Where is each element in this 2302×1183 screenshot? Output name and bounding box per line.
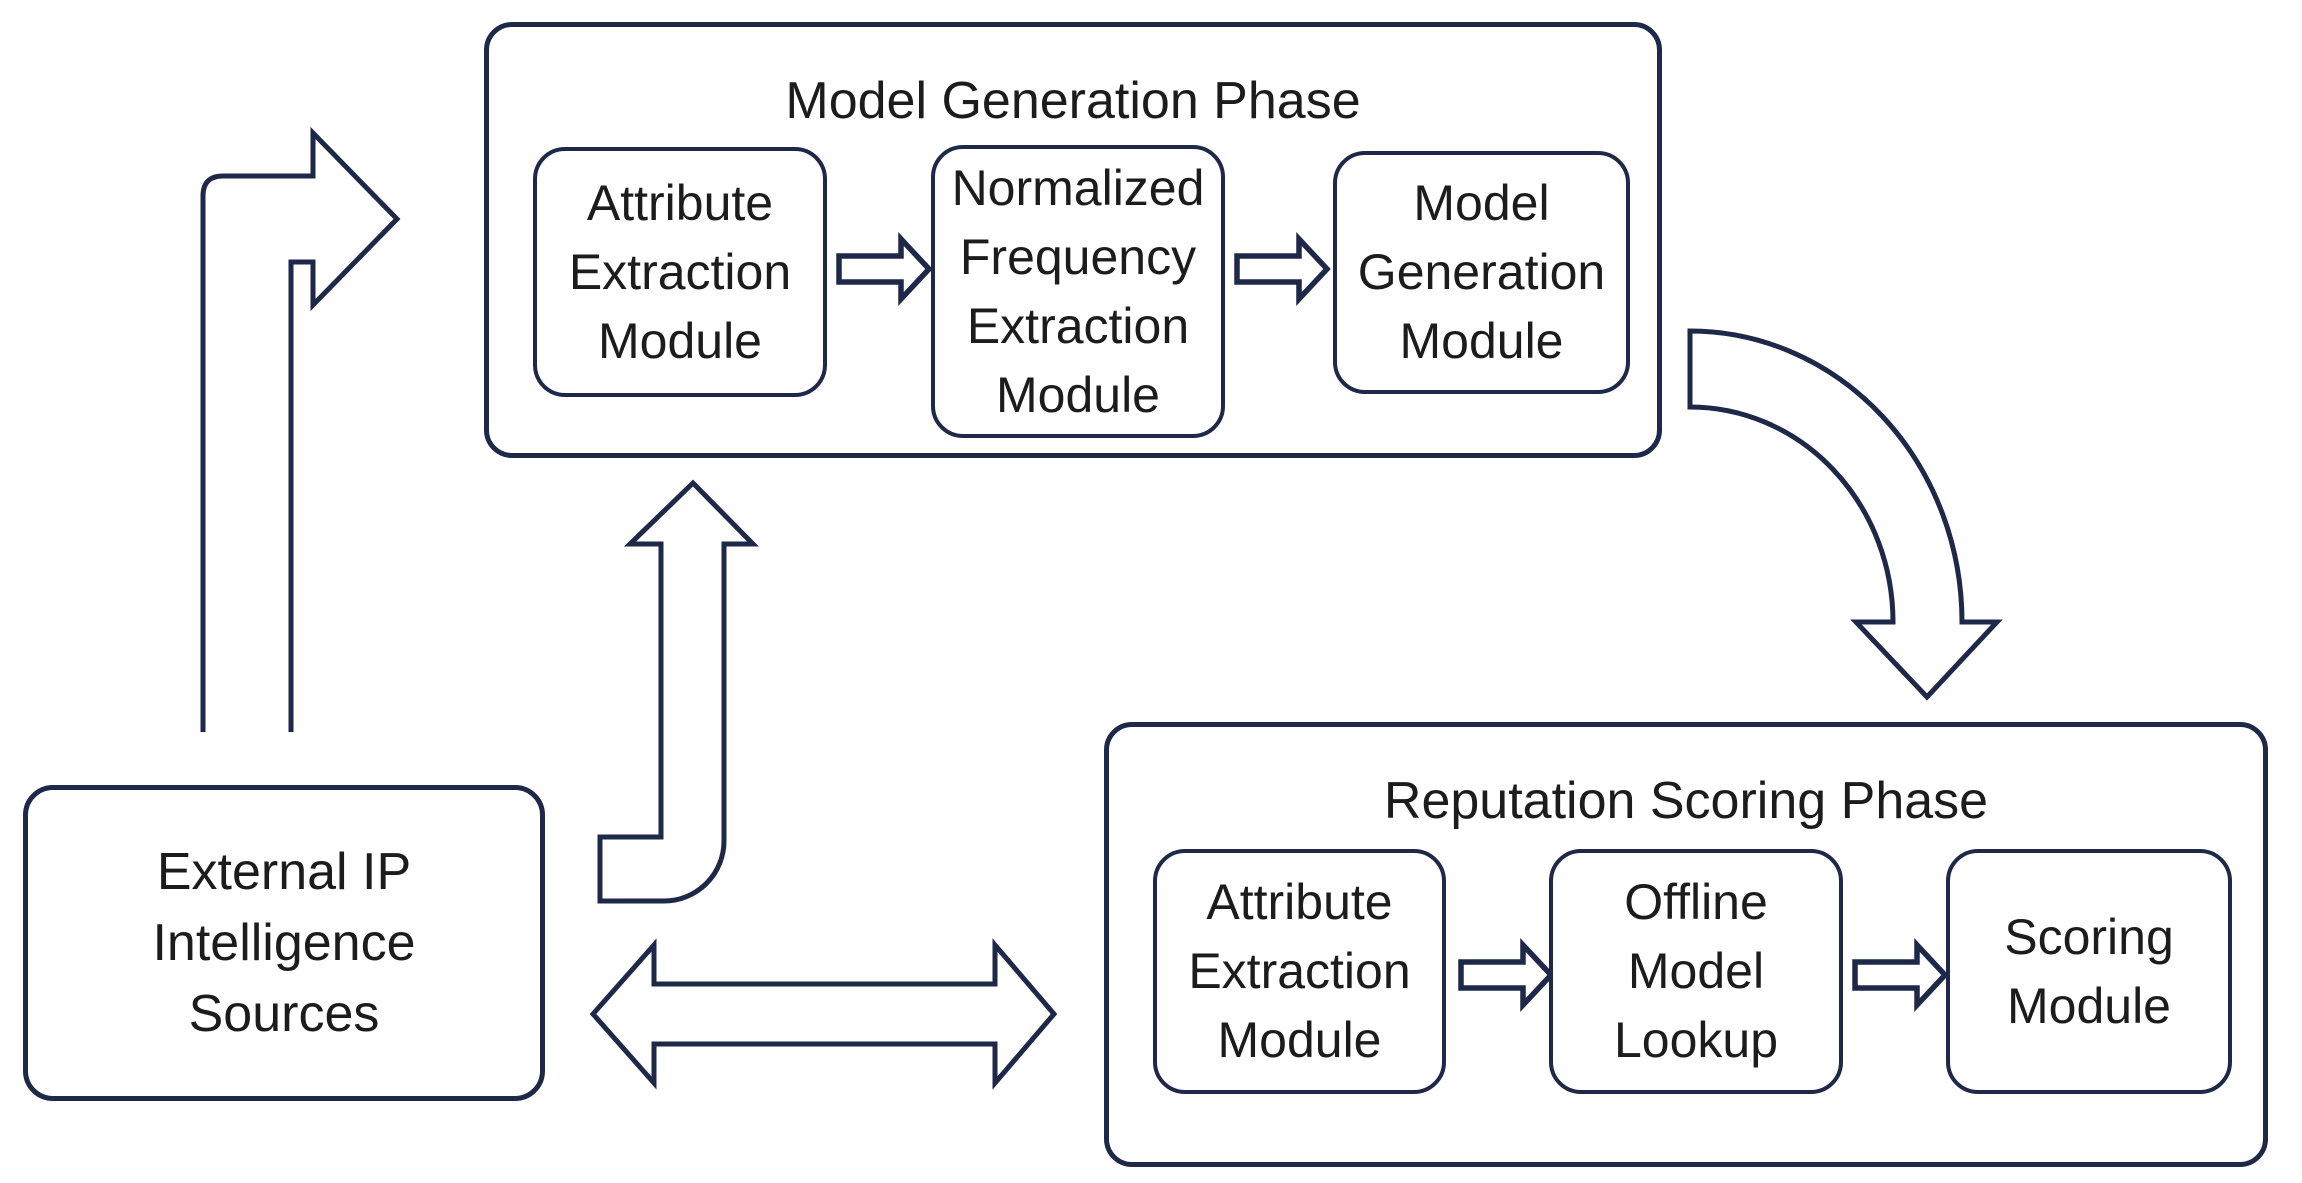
module-scoring: Scoring Module (1946, 849, 2232, 1094)
module-label-line: Offline (1624, 874, 1768, 930)
curved-down-arrow-model-to-scoring-phase (1687, 328, 2003, 701)
external-ip-intelligence-sources-box: External IP Intelligence Sources (23, 785, 545, 1101)
module-label-line: Lookup (1613, 1012, 1779, 1068)
module-label-line: Model (1413, 175, 1550, 231)
model-generation-phase-title: Model Generation Phase (785, 72, 1361, 130)
module-attribute-extraction-model-phase: Attribute Extraction Module (533, 147, 827, 397)
module-label-line: Module (1399, 313, 1564, 369)
right-arrow-frequency-to-model-generation (1234, 232, 1331, 306)
module-offline-model-lookup: Offline Model Lookup (1549, 849, 1843, 1094)
reputation-scoring-phase-box: Reputation Scoring Phase (1104, 722, 2268, 1167)
model-generation-phase-box: Model Generation Phase (484, 22, 1662, 458)
module-label-line: Attribute (586, 174, 774, 231)
module-label-line: Module (996, 366, 1160, 423)
reputation-scoring-phase-title: Reputation Scoring Phase (1383, 772, 1989, 830)
module-label-line: Extraction (966, 297, 1190, 354)
module-label-line: Normalized (951, 159, 1205, 216)
bent-up-right-arrow-external-to-model-phase (200, 126, 401, 732)
right-arrow-attribute-to-offline-lookup (1458, 938, 1555, 1012)
external-source-line: External IP (156, 842, 412, 901)
external-source-line: Sources (188, 984, 380, 1043)
module-label-line: Model (1627, 943, 1765, 999)
module-label-line: Frequency (959, 228, 1197, 285)
module-label-line: Generation (1357, 244, 1606, 300)
module-label-line: Extraction (568, 243, 792, 300)
module-label-line: Module (598, 312, 762, 369)
module-label-line: Extraction (1188, 943, 1411, 999)
module-label-line: Attribute (1206, 874, 1393, 930)
module-normalized-frequency-extraction: Normalized Frequency Extraction Module (931, 145, 1225, 438)
module-label-line: Module (2007, 977, 2171, 1034)
double-headed-arrow-external-to-scoring-phase (589, 938, 1058, 1090)
module-label-line: Scoring (2004, 908, 2174, 965)
module-attribute-extraction-scoring-phase: Attribute Extraction Module (1153, 849, 1446, 1094)
right-arrow-attribute-to-frequency (836, 232, 933, 306)
module-model-generation: Model Generation Module (1333, 151, 1630, 394)
right-arrow-offline-lookup-to-scoring (1852, 938, 1949, 1012)
module-label-line: Module (1217, 1012, 1382, 1068)
external-source-line: Intelligence (152, 913, 416, 972)
bent-up-arrow-into-model-phase-bottom (597, 479, 759, 904)
